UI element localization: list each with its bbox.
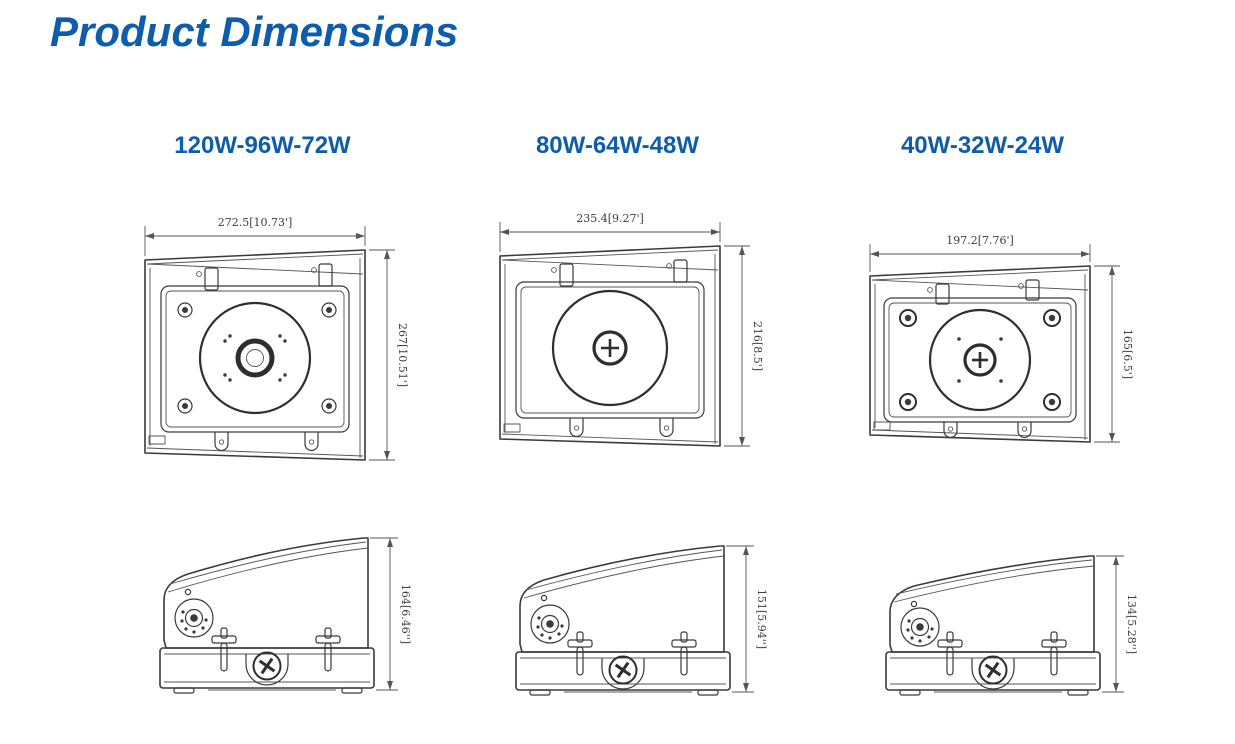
height-dimension-label: 267[10.51'] <box>396 323 409 387</box>
height-dimension: 151[5.94''] <box>726 545 768 693</box>
top-view-drawing-40w: 197.2[7.76'] <box>869 234 1134 443</box>
mounting-circle <box>928 308 1032 412</box>
bottom-tabs <box>214 432 319 452</box>
body-wedge <box>163 537 369 649</box>
body-wedge <box>519 545 725 653</box>
mounting-base <box>515 631 731 691</box>
photocell-knob <box>174 588 214 638</box>
back-plate <box>160 285 350 433</box>
top-view-drawing-120w: 272.5[10.73'] <box>144 216 409 461</box>
corner-screws <box>899 309 1061 411</box>
height-dimension: 134[5.28''] <box>1096 555 1138 693</box>
base-screw <box>608 655 638 685</box>
width-dimension: 235.4[9.27'] <box>499 212 721 252</box>
width-dimension-label: 272.5[10.73'] <box>218 216 293 229</box>
side-view-drawing-80w: 151[5.94''] <box>515 545 768 696</box>
housing-outline <box>144 249 366 461</box>
center-screw <box>963 343 997 377</box>
hinge-tabs <box>196 263 333 291</box>
height-dimension: 216[8.5'] <box>724 245 764 447</box>
column-header-80w: 80W-64W-48W <box>535 132 700 159</box>
base-feet <box>173 687 363 694</box>
height-dimension-label: 151[5.94''] <box>755 589 768 649</box>
body-wedge <box>889 555 1095 653</box>
corner-screws <box>177 302 337 414</box>
base-feet <box>899 689 1089 696</box>
height-dimension-label: 134[5.28''] <box>1125 594 1138 654</box>
mounting-base <box>885 631 1101 691</box>
side-view-drawing-40w: 134[5.28''] <box>885 555 1138 696</box>
width-dimension: 272.5[10.73'] <box>144 216 366 256</box>
side-view-drawing-120w: 164[6.46''] <box>159 537 412 694</box>
housing-outline <box>499 245 721 447</box>
photocell-knob <box>900 600 940 647</box>
mounting-circle <box>551 289 669 407</box>
center-screw <box>592 330 628 366</box>
top-view-drawing-80w: 235.4[9.27'] <box>499 212 764 447</box>
mounting-circle <box>198 301 312 415</box>
height-dimension-label: 165[6.5'] <box>1121 329 1134 379</box>
hinge-tabs <box>551 259 688 287</box>
hinge-tabs <box>927 279 1040 305</box>
width-dimension-label: 197.2[7.76'] <box>946 234 1014 247</box>
height-dimension: 267[10.51'] <box>369 249 409 461</box>
back-plate <box>515 281 705 419</box>
back-plate <box>883 297 1077 423</box>
height-dimension: 165[6.5'] <box>1094 265 1134 443</box>
base-feet <box>529 689 719 696</box>
base-screw <box>978 655 1008 685</box>
width-dimension-label: 235.4[9.27'] <box>576 212 644 225</box>
page-title: Product Dimensions <box>50 8 459 55</box>
bottom-tabs <box>943 422 1032 439</box>
mounting-base <box>159 627 375 689</box>
height-dimension-label: 216[8.5'] <box>751 321 764 371</box>
column-header-120w: 120W-96W-72W <box>174 132 351 159</box>
column-header-40w: 40W-32W-24W <box>900 132 1065 159</box>
width-dimension: 197.2[7.76'] <box>869 234 1091 272</box>
base-screw <box>252 651 282 681</box>
height-dimension-label: 164[6.46''] <box>399 584 412 644</box>
photocell-knob <box>530 594 570 644</box>
height-dimension: 164[6.46''] <box>370 537 412 691</box>
housing-outline <box>869 265 1091 443</box>
bottom-tabs <box>569 418 674 438</box>
